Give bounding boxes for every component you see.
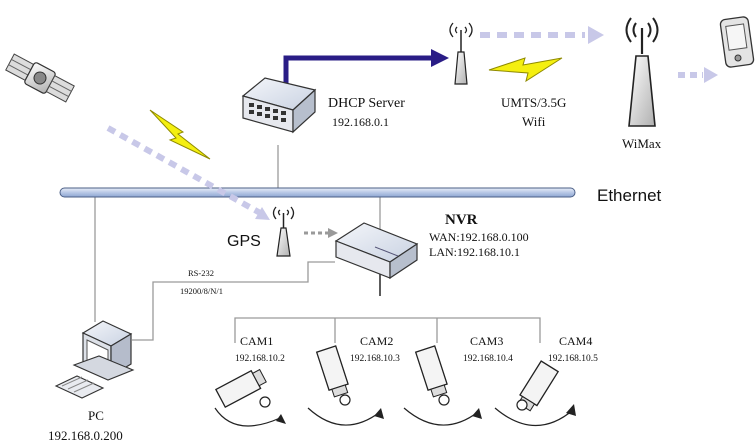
wireless-antenna-icon (449, 22, 473, 85)
nvr-lan-ip: LAN:192.168.10.1 (429, 245, 520, 259)
camera-branch-bus (234, 317, 541, 343)
satellite-to-gps-arrowhead (255, 207, 270, 220)
antenna-to-wimax-arrowhead (588, 26, 604, 44)
pc-label: PC (88, 408, 104, 423)
camera-name: CAM3 (470, 334, 503, 348)
wimax-label: WiMax (622, 136, 662, 151)
camera-icon (414, 345, 448, 398)
nvr-title: NVR (445, 212, 478, 228)
camera-ip: 192.168.10.4 (463, 354, 513, 364)
gps-antenna-icon (272, 206, 295, 257)
dotted-arrows (106, 26, 718, 238)
ethernet-label: Ethernet (597, 186, 662, 205)
wireless-lightning-icon (488, 57, 563, 83)
wireless-label-line1: UMTS/3.5G (501, 95, 566, 110)
ethernet-bus (59, 187, 576, 198)
camera-name: CAM4 (559, 334, 592, 348)
nvr-wan-ip: WAN:192.168.0.100 (429, 230, 529, 244)
pc-icon (54, 320, 135, 399)
dhcp-server-ip: 192.168.0.1 (332, 115, 389, 129)
camera-4: CAM4 192.168.10.5 (494, 334, 598, 427)
rs232-label: RS-232 (188, 268, 214, 278)
gps-to-nvr-arrowhead (328, 228, 338, 238)
pc-ip: 192.168.0.200 (48, 428, 123, 443)
dhcp-server-icon (241, 77, 317, 134)
nvr-device-icon (334, 222, 419, 280)
serial-settings-label: 19200/8/N/1 (180, 286, 223, 296)
satellite-icon (5, 53, 75, 103)
camera-icon (315, 345, 349, 398)
camera-ip: 192.168.10.2 (235, 354, 285, 364)
gps-label: GPS (227, 233, 261, 250)
satellite-lightning-icon (149, 109, 211, 160)
pda-icon (719, 16, 755, 68)
lightning-bolts (149, 57, 563, 160)
camera-ip: 192.168.10.3 (350, 354, 400, 364)
camera-name: CAM1 (240, 334, 273, 348)
satellite-to-gps-arrow (106, 125, 264, 217)
wimax-tower-icon (625, 17, 659, 127)
camera-2: CAM2 192.168.10.3 (307, 334, 400, 426)
camera-name: CAM2 (360, 334, 393, 348)
camera-3: CAM3 192.168.10.4 (403, 334, 513, 426)
wimax-to-pda-arrowhead (704, 67, 718, 83)
camera-1: CAM1 192.168.10.2 (214, 334, 286, 427)
wireless-label-line2: Wifi (522, 114, 546, 129)
camera-icon (215, 368, 267, 409)
connection-lines (94, 145, 541, 343)
rs232-cable (132, 261, 335, 341)
uplink-arrow (283, 49, 449, 88)
camera-ip: 192.168.10.5 (548, 354, 598, 364)
dhcp-server-title: DHCP Server (328, 96, 405, 111)
